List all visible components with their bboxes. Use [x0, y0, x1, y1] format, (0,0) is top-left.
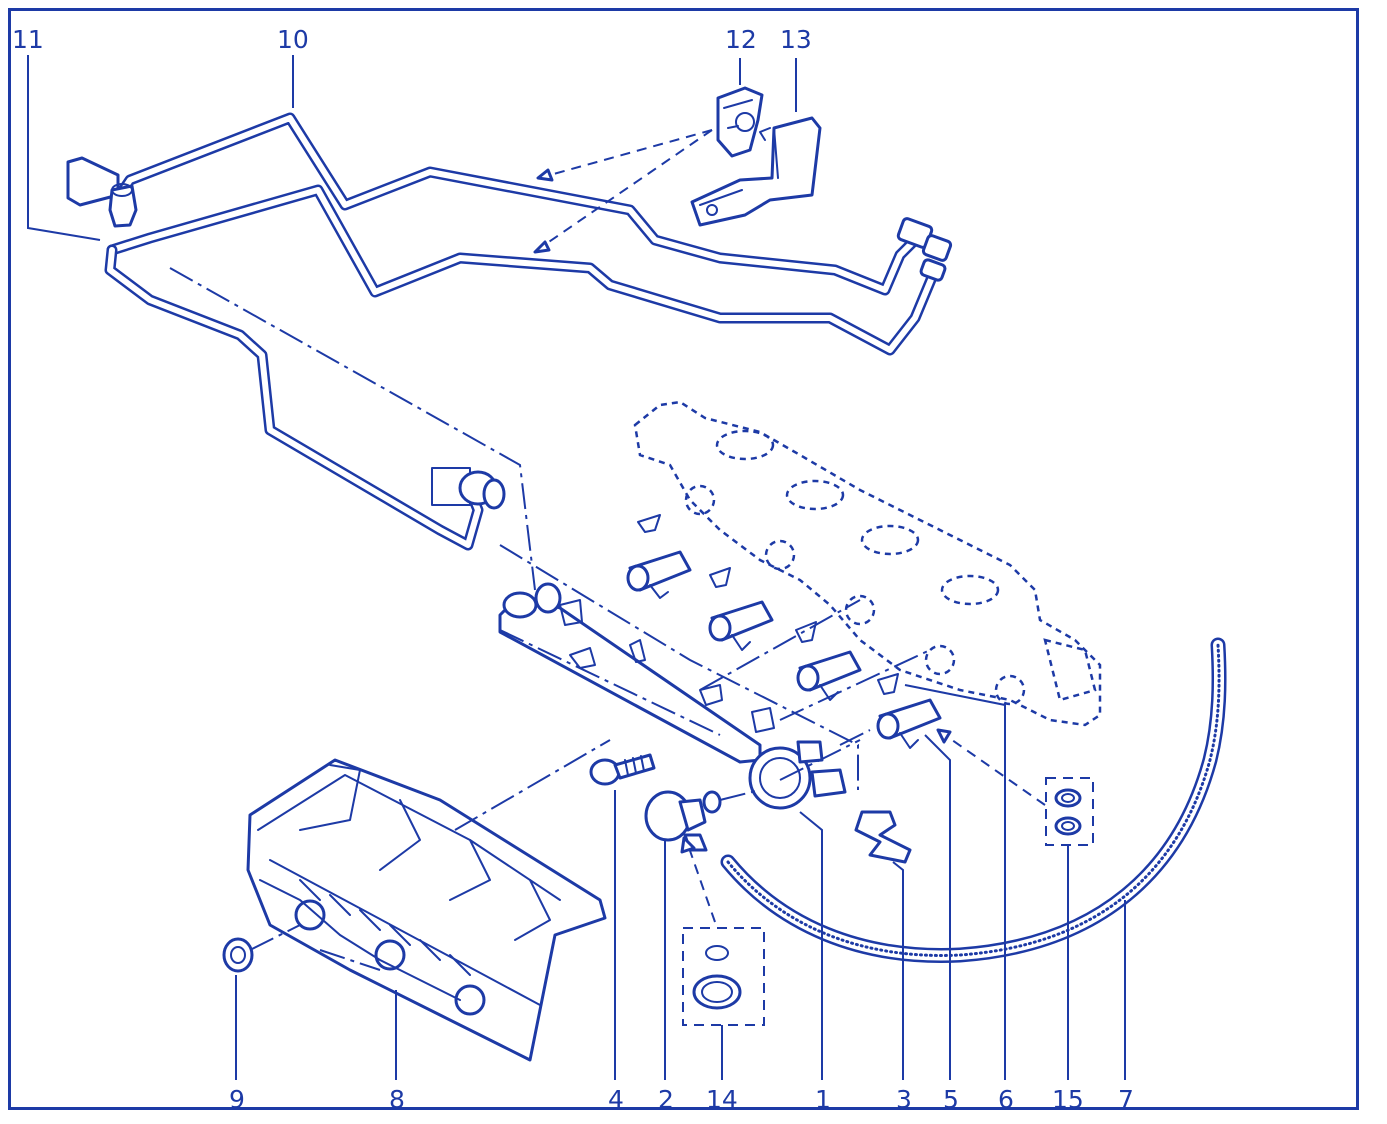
alignment-line-f	[319, 949, 381, 971]
part-label-4: 4	[608, 1085, 624, 1114]
injector-3	[796, 650, 862, 701]
part-label-9: 9	[229, 1085, 245, 1114]
alignment-line-h	[779, 649, 931, 721]
part-label-12: 12	[725, 25, 757, 54]
retaining-clip	[854, 810, 912, 864]
lower-line-connector	[431, 467, 506, 510]
o-ring-set-15	[1045, 777, 1094, 846]
alignment-line-g	[699, 599, 861, 691]
part-label-8: 8	[389, 1085, 405, 1114]
alignment-line-c	[499, 629, 721, 736]
intake-manifold-outline	[633, 400, 1102, 727]
injector-clip-1	[637, 514, 661, 533]
fuel-line-supply	[114, 112, 921, 296]
alignment-line-k	[779, 739, 861, 781]
leader-11	[27, 55, 101, 241]
part-label-15: 15	[1052, 1085, 1084, 1114]
leader-5	[924, 734, 951, 1080]
injector-4	[876, 698, 942, 749]
part-label-2: 2	[658, 1085, 674, 1114]
intake-cover	[246, 758, 607, 1062]
injector-2	[708, 600, 774, 651]
part-label-11: 11	[12, 25, 44, 54]
leader-3	[892, 861, 904, 1080]
alignment-line-d	[454, 739, 611, 831]
line-end-fittings	[896, 217, 953, 282]
fuel-rail	[498, 582, 775, 764]
injector-clip-3	[795, 621, 817, 643]
alignment-line-b	[499, 544, 859, 790]
alignment-line-i	[839, 729, 871, 746]
grommet	[222, 937, 254, 973]
leader-1	[799, 811, 823, 1080]
o-ring-set-14	[682, 927, 765, 1026]
alignment-line-a	[169, 267, 536, 591]
leader-6	[904, 684, 1006, 1080]
vacuum-hose	[720, 637, 1227, 963]
diagram-frame	[8, 8, 1359, 1110]
o-ring-15-arrow	[944, 734, 1046, 806]
alignment-line-e	[249, 924, 301, 951]
part-label-13: 13	[780, 25, 812, 54]
pressure-regulator-housing	[748, 740, 847, 810]
clip-arrow-line-b	[539, 129, 713, 249]
part-label-6: 6	[998, 1085, 1014, 1114]
fuel-line-lower	[104, 244, 484, 551]
part-label-10: 10	[277, 25, 309, 54]
alignment-line-j	[719, 789, 761, 801]
injector-clip-2	[709, 567, 731, 588]
injector-clip-4	[877, 673, 899, 695]
line-clip	[716, 86, 764, 158]
o-ring-14-arrow	[687, 844, 716, 923]
part-label-3: 3	[896, 1085, 912, 1114]
fuel-line-return	[106, 184, 941, 356]
part-label-1: 1	[815, 1085, 831, 1114]
mounting-bolt	[589, 753, 656, 786]
part-label-7: 7	[1118, 1085, 1134, 1114]
support-bracket	[690, 116, 822, 227]
part-label-14: 14	[706, 1085, 738, 1114]
part-label-5: 5	[943, 1085, 959, 1114]
clip-arrow-line-a	[549, 129, 713, 176]
line-bracket	[66, 156, 138, 228]
injector-1	[626, 550, 692, 599]
